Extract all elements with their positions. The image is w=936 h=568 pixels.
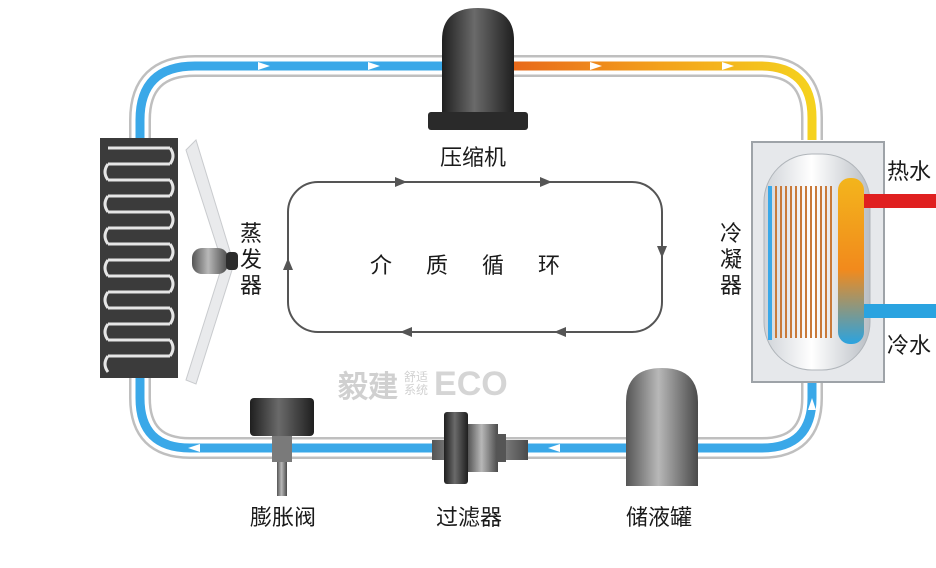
expansion-valve-icon [250, 398, 314, 496]
flow-arrows-outer [188, 62, 816, 452]
receiver-icon [626, 368, 698, 486]
filter-label: 过滤器 [436, 506, 503, 531]
compressor-label: 压缩机 [440, 146, 507, 171]
medium-cycle-title: 介质循环 [370, 254, 595, 279]
watermark-tagline-2: 系统 [404, 383, 429, 397]
cold-water-pipe [864, 304, 936, 318]
watermark-brand-cn: 毅建 [338, 370, 398, 405]
condenser-label: 冷凝器 [719, 222, 742, 299]
evaporator-icon [100, 138, 238, 385]
medium-cycle-loop [283, 177, 667, 337]
watermark-brand-en: ECO [434, 364, 508, 403]
hot-water-label: 热水 [887, 160, 932, 185]
hot-water-pipe [864, 194, 936, 208]
watermark-tagline-1: 舒适 [404, 370, 429, 384]
filter-icon [432, 412, 528, 484]
evaporator-coil [103, 146, 175, 373]
compressor-icon [428, 8, 528, 130]
watermark-logo: 毅建 舒适 系统 ECO [338, 362, 508, 406]
evaporator-label: 蒸发器 [239, 222, 262, 299]
expansion-valve-label: 膨胀阀 [250, 506, 317, 531]
condenser-icon [751, 141, 885, 383]
cold-water-label: 冷水 [887, 334, 932, 359]
refrigerant-pipe-cold [129, 55, 823, 459]
receiver-label: 储液罐 [626, 506, 693, 531]
refrigerant-pipe-hot [512, 55, 823, 140]
